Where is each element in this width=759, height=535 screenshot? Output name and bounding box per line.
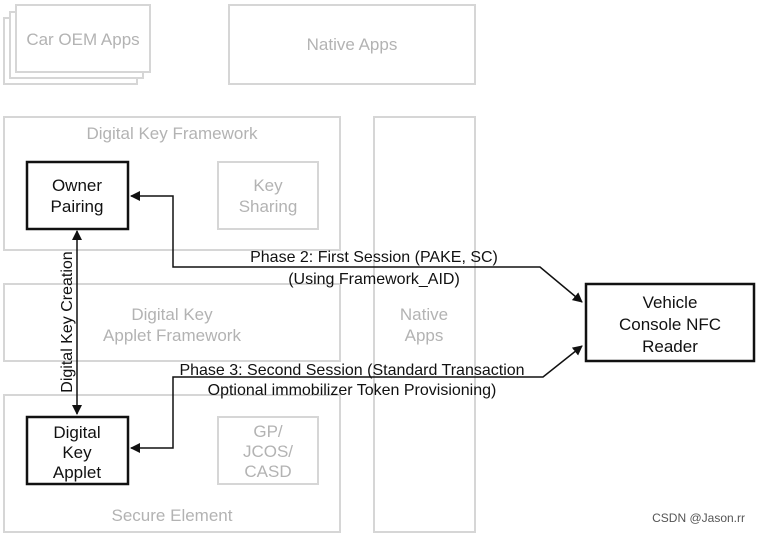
vehicle-label-line-1: Vehicle: [643, 293, 698, 312]
native-apps-side-label-line-1: Native: [400, 305, 448, 324]
key-sharing-box: Key Sharing: [217, 161, 319, 230]
applet-label-line-3: Applet: [53, 463, 101, 482]
phase3-connector: Phase 3: Second Session (Standard Transa…: [130, 345, 583, 453]
native-apps-top-label: Native Apps: [307, 35, 398, 54]
native-apps-side-label-line-2: Apps: [405, 326, 444, 345]
phase3-label-line-2: Optional immobilizer Token Provisioning): [208, 382, 497, 399]
owner-pairing-box: Owner Pairing: [25, 160, 130, 231]
key-sharing-label-line-1: Key: [253, 176, 283, 195]
phase3-label-line-1: Phase 3: Second Session (Standard Transa…: [179, 362, 524, 379]
key-creation-label: Digital Key Creation: [59, 251, 76, 392]
key-sharing-label-line-2: Sharing: [239, 197, 298, 216]
owner-pairing-label-line-2: Pairing: [51, 197, 104, 216]
native-apps-side-layer: Native Apps: [373, 116, 476, 533]
applet-framework-label-line-1: Digital Key: [131, 305, 213, 324]
car-oem-apps-label: Car OEM Apps: [26, 30, 139, 49]
gp-label-line-2: JCOS/: [243, 442, 293, 461]
secure-element-label: Secure Element: [112, 506, 233, 525]
car-oem-apps-layer: Car OEM Apps: [3, 4, 151, 85]
native-apps-top-layer: Native Apps: [228, 4, 476, 85]
vehicle-label-line-3: Reader: [642, 337, 698, 356]
vehicle-reader-box: Vehicle Console NFC Reader: [584, 282, 756, 363]
digital-key-applet-box: Digital Key Applet: [25, 415, 130, 486]
gp-label-line-1: GP/: [253, 422, 283, 441]
owner-pairing-label-line-1: Owner: [52, 176, 102, 195]
phase2-connector: Phase 2: First Session (PAKE, SC) (Using…: [130, 191, 583, 303]
applet-framework-label-line-2: Applet Framework: [103, 326, 241, 345]
gp-jcos-casd-box: GP/ JCOS/ CASD: [217, 416, 319, 485]
applet-framework-layer: Digital Key Applet Framework: [3, 283, 341, 362]
watermark: CSDN @Jason.rr: [652, 511, 745, 525]
vehicle-label-line-2: Console NFC: [619, 315, 721, 334]
phase2-label-line-2: (Using Framework_AID): [288, 271, 460, 288]
applet-label-line-1: Digital: [53, 423, 100, 442]
gp-label-line-3: CASD: [244, 462, 291, 481]
phase3-arrow: [130, 345, 583, 453]
digital-key-framework-label: Digital Key Framework: [87, 124, 258, 143]
phase2-arrow: [130, 191, 583, 303]
key-creation-connector: Digital Key Creation: [59, 230, 82, 415]
phase2-label-line-1: Phase 2: First Session (PAKE, SC): [250, 249, 498, 266]
applet-label-line-2: Key: [62, 443, 92, 462]
